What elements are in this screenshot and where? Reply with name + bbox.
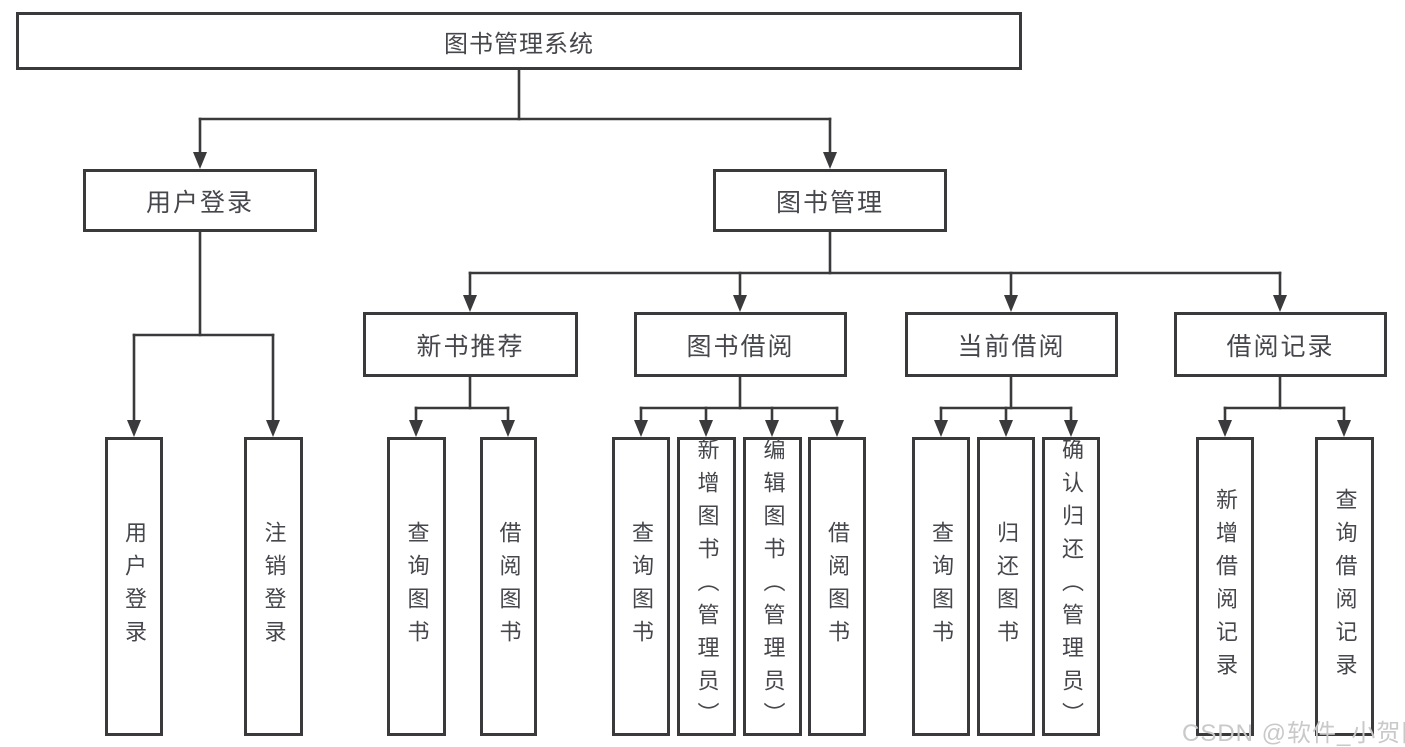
leaf-user-login: 用户登录 (105, 437, 163, 736)
leaf-borrow-edit-books-label: 编辑图书（管理员） (760, 438, 786, 735)
node-root-label: 图书管理系统 (444, 30, 594, 58)
node-new-book-recommend-label: 新书推荐 (416, 332, 525, 361)
node-user-login-label: 用户登录 (145, 188, 254, 217)
leaf-borrow-add-books-label: 新增图书（管理员） (694, 438, 720, 735)
leaf-current-query-books-label: 查询图书 (929, 520, 954, 653)
leaf-borrow-borrow-books-label: 借阅图书 (825, 520, 850, 653)
leaf-borrow-add-books: 新增图书（管理员） (677, 437, 736, 736)
connector-line-group (132, 68, 1346, 423)
leaf-borrow-edit-books: 编辑图书（管理员） (743, 437, 802, 736)
leaf-newbook-query-books-label: 查询图书 (404, 520, 430, 653)
node-current-borrow: 当前借阅 (905, 312, 1118, 377)
node-user-login: 用户登录 (83, 169, 317, 232)
leaf-newbook-borrow-books-label: 借阅图书 (496, 520, 522, 653)
leaf-borrow-query-books: 查询图书 (612, 437, 670, 736)
node-root: 图书管理系统 (16, 12, 1022, 70)
leaf-records-query-record: 查询借阅记录 (1315, 437, 1374, 736)
leaf-records-add-record: 新增借阅记录 (1196, 437, 1254, 736)
leaf-current-return-books-label: 归还图书 (994, 520, 1019, 653)
leaf-borrow-query-books-label: 查询图书 (629, 520, 654, 653)
leaf-current-confirm-return-label: 确认归还（管理员） (1059, 438, 1084, 735)
leaf-borrow-borrow-books: 借阅图书 (808, 437, 866, 736)
node-book-borrow-label: 图书借阅 (686, 332, 795, 361)
node-new-book-recommend: 新书推荐 (363, 312, 578, 377)
leaf-logout: 注销登录 (244, 437, 303, 736)
arrowhead-group (127, 152, 1351, 437)
leaf-newbook-borrow-books: 借阅图书 (480, 437, 537, 736)
watermark: CSDN @软件_小贺同学 (1182, 720, 1405, 747)
leaf-records-query-record-label: 查询借阅记录 (1332, 487, 1358, 686)
leaf-newbook-query-books: 查询图书 (387, 437, 446, 736)
leaf-user-login-label: 用户登录 (122, 520, 147, 653)
leaf-logout-label: 注销登录 (261, 520, 287, 653)
node-book-management-label: 图书管理 (775, 188, 884, 217)
leaf-current-confirm-return: 确认归还（管理员） (1042, 437, 1100, 736)
node-book-management: 图书管理 (713, 169, 947, 232)
node-current-borrow-label: 当前借阅 (957, 332, 1066, 361)
node-book-borrow: 图书借阅 (634, 312, 847, 377)
leaf-current-query-books: 查询图书 (912, 437, 970, 736)
node-borrow-records: 借阅记录 (1174, 312, 1387, 377)
leaf-records-add-record-label: 新增借阅记录 (1213, 487, 1238, 686)
leaf-current-return-books: 归还图书 (977, 437, 1035, 736)
node-borrow-records-label: 借阅记录 (1226, 332, 1335, 361)
